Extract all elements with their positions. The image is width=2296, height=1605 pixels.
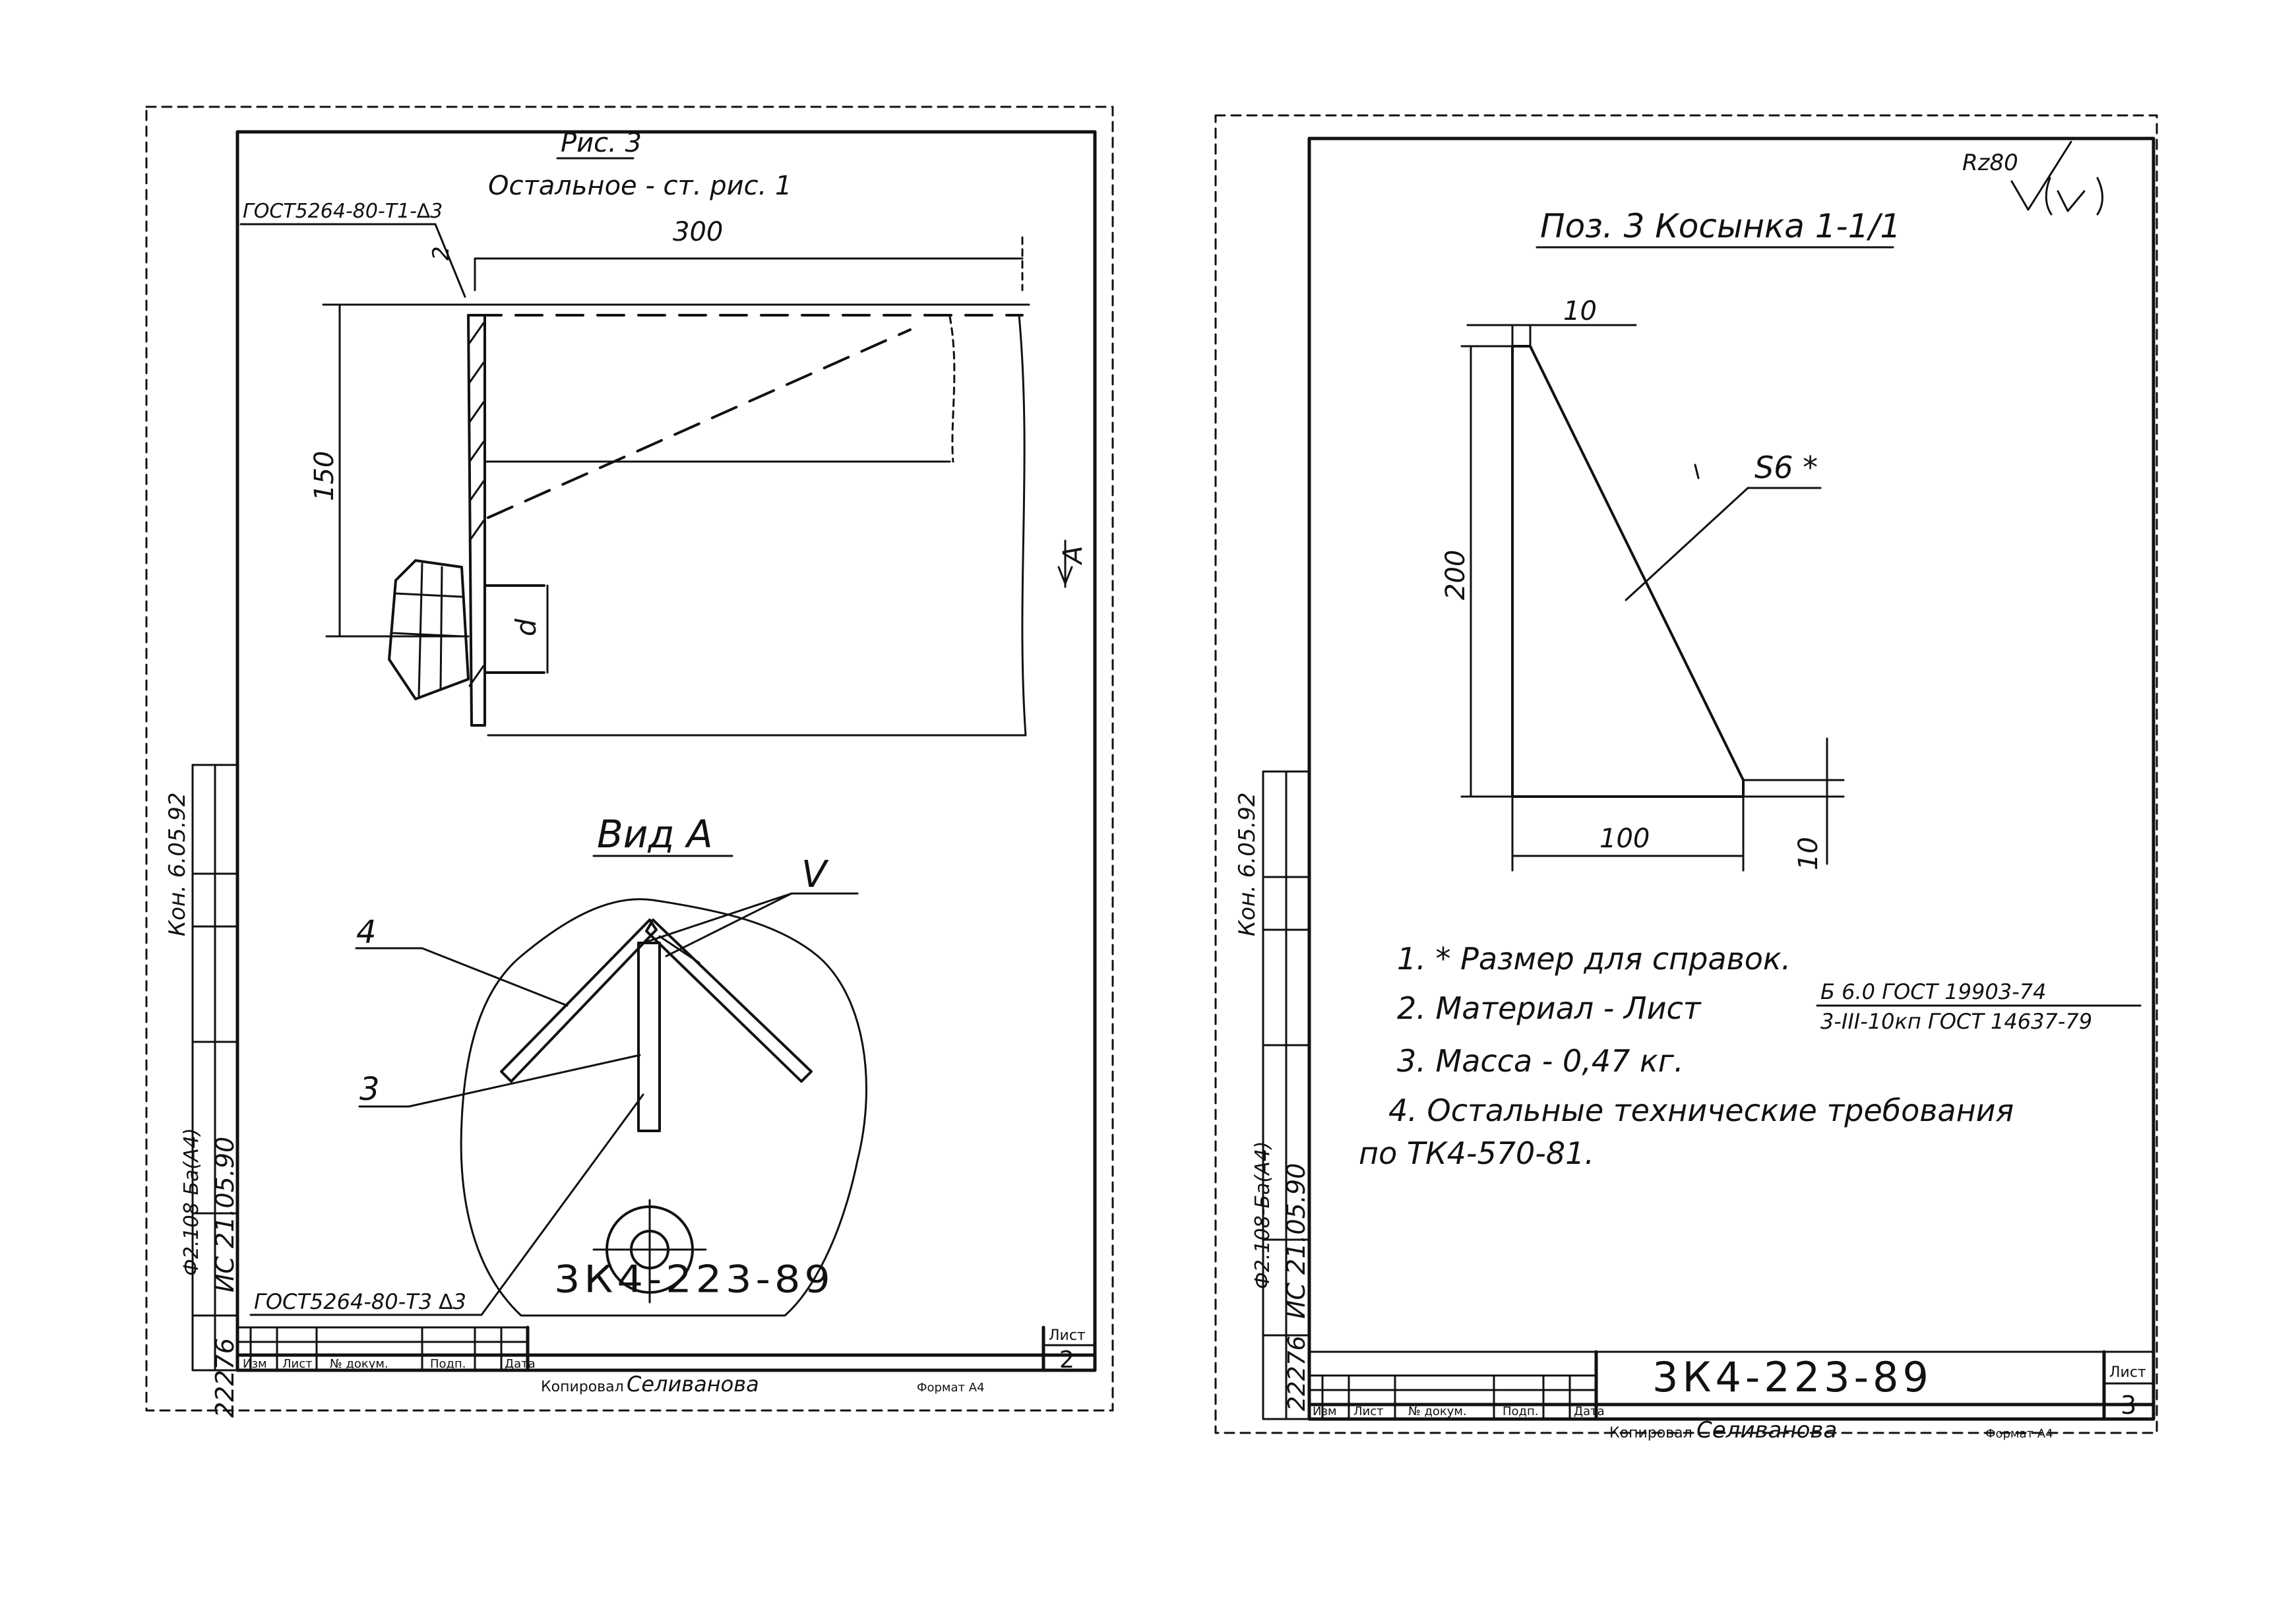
note-4-line-2: по ТК4-570-81. [1359,1136,1594,1171]
tb-col-doc: № докум. [330,1357,388,1371]
dimension-d: d [510,619,542,636]
tb-col-izm: Изм [243,1357,267,1371]
note-2-material-bottom: 3-III-10кп ГОСТ 14637-79 [1820,1009,2092,1034]
dimension-10-top: 10 [1563,296,1597,326]
view-pos-v: V [801,853,829,896]
doc-code-3: 3К4-223-89 [1652,1353,1933,1401]
sheet-3-frame [1307,136,2156,1421]
sheet-number: 2 [1059,1347,1074,1374]
dimension-100: 100 [1599,824,1650,854]
tb-col-izm-3: Изм [1313,1405,1337,1418]
thickness-label: S6 * [1754,450,1818,485]
view-pos-3: 3 [359,1071,380,1108]
view-a: Вид А 4 3 V ГОСТ5264-80-Т3 ∆3 [249,812,867,1317]
figure-subtitle: Остальное - ст. рис. 1 [488,171,792,201]
side-inv-number-3: 22276 [1284,1335,1311,1411]
bolt-detail: d [388,559,549,700]
tb-col-date: Дата [505,1357,536,1371]
side-form-label: Ф2.108-Ба(А4) [180,1128,203,1276]
tb-col-doc-3: № докум. [1408,1405,1467,1418]
note-4-line-1: 4. Остальные технические требования [1388,1093,2014,1128]
format-label: Формат А4 [917,1381,985,1395]
weld-symbol-bottom: ГОСТ5264-80-Т3 ∆3 [254,1289,466,1314]
view-a-title: Вид А [597,812,713,857]
sheet-2-title-block: Изм Лист № докум. Подп. Дата 3К4-223-89 … [235,1258,1097,1397]
doc-code: 3К4-223-89 [554,1258,834,1302]
sheet-2-frame [235,130,1097,1372]
sheet-label-3: Лист [2109,1364,2146,1381]
dimension-200: 200 [1441,550,1471,600]
part-title: Поз. 3 Косынка 1-1/1 [1540,207,1901,245]
tb-col-list-3: Лист [1353,1405,1384,1418]
technical-notes: 1. * Размер для справок. 2. Материал - Л… [1359,941,2142,1171]
copier-name: Селиванова [627,1372,759,1397]
tb-col-sign-3: Подп. [1503,1405,1538,1418]
sheet-3-title-block: Изм Лист № докум. Подп. Дата 3К4-223-89 … [1307,1350,2156,1443]
sheet-3: Ф2.108-Ба(А4) Кон. 6.05.92 ИС 21.05.90 2… [1214,114,2158,1443]
side-sign-top: Кон. 6.05.92 [164,792,191,936]
tb-col-sign: Подп. [430,1357,466,1371]
copied-by-label: Копировал [541,1379,624,1395]
position-2: 2 [428,246,454,260]
sheet-2: Ф2.108-Ба(А4) Кон. 6.05.92 ИС 21.05.90 2… [145,106,1114,1418]
figure-title: Рис. 3 [561,128,642,158]
dimension-150: 150 [309,451,340,501]
side-sign-bottom: ИС 21.05.90 [210,1137,239,1292]
part-drawing: 300 2 150 [309,217,1088,737]
note-3: 3. Масса - 0,47 кг. [1397,1043,1684,1079]
note-2: 2. Материал - Лист [1397,990,1702,1026]
view-pos-4: 4 [356,914,377,951]
side-form-label-3: Ф2.108-Ба(А4) [1251,1141,1274,1289]
weld-symbol-top: ГОСТ5264-80-Т1-∆3 [243,200,443,223]
copier-name-3: Селиванова [1696,1417,1837,1443]
format-label-3: Формат А4 [1985,1427,2053,1441]
sheet-number-3: 3 [2121,1391,2136,1420]
tb-col-date-3: Дата [1574,1405,1605,1418]
note-1: 1. * Размер для справок. [1397,941,1791,977]
gusset-drawing: 10 200 100 10 S6 * [1441,296,1845,872]
side-sign-top-3: Кон. 6.05.92 [1234,792,1260,936]
copied-by-label-3: Копировал [1609,1425,1692,1441]
roughness-value: Rz80 [1962,150,2018,176]
view-arrow-a: А [1058,546,1088,566]
side-inv-number: 22276 [210,1338,239,1418]
sheet-label: Лист [1049,1327,1086,1344]
gusset-outline [1511,345,1745,798]
dimension-300: 300 [673,217,723,247]
side-sign-bottom-3: ИС 21.05.90 [1282,1163,1311,1319]
tb-col-list: Лист [282,1357,313,1371]
sheet-3-outer-border [1214,114,2158,1434]
sheet-2-outer-border [145,106,1114,1412]
note-2-material-top: Б 6.0 ГОСТ 19903-74 [1820,979,2046,1004]
roughness-symbol [2010,140,2072,211]
dimension-10-right: 10 [1793,837,1824,870]
